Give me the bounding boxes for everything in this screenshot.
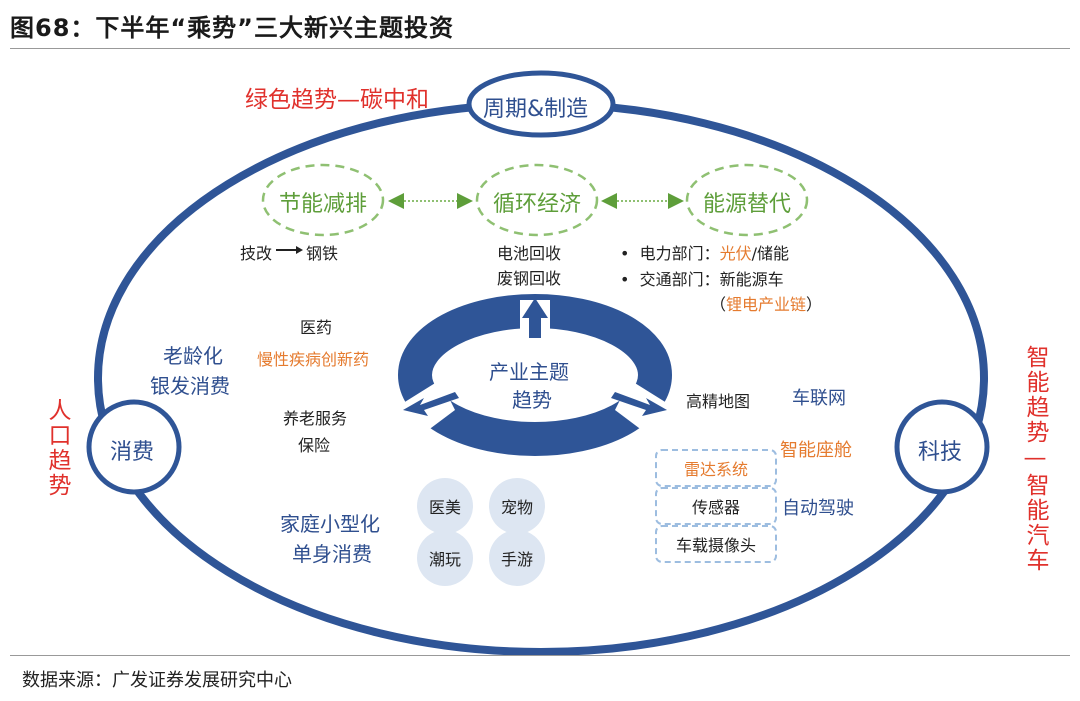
node-cycle-label: 周期&制造 [483, 97, 589, 122]
footer-divider [10, 655, 1070, 656]
iov-label: 车联网 [792, 388, 846, 409]
hd-map-label: 高精地图 [686, 392, 751, 411]
center-label-2: 趋势 [512, 388, 552, 412]
green-trend-label: 绿色趋势—碳中和 [245, 87, 429, 113]
autonomous-label: 自动驾驶 [782, 498, 854, 519]
elderly-service-label: 养老服务 [283, 409, 348, 428]
title-divider [10, 48, 1070, 49]
insurance-label: 保险 [298, 436, 331, 455]
smart-cockpit-label: 智能座舱 [780, 440, 852, 461]
note-tech-upgrade: 技改 [240, 244, 273, 263]
figure-title: 图68：下半年“乘势”三大新兴主题投资 [10, 14, 454, 42]
arrow-right [611, 392, 667, 416]
family-label-2: 单身消费 [292, 542, 372, 566]
node-consumption-circle [86, 399, 182, 495]
box-sensor: 传感器 [655, 487, 777, 525]
smart-trend-label: 智能趋势—智能汽车 [1022, 345, 1048, 573]
source-note: 数据来源：广发证券发展研究中心 [22, 670, 292, 691]
green-circle-3 [685, 163, 809, 237]
green-circle-label-1: 节能减排 [279, 192, 368, 217]
pill-pets: 宠物 [489, 478, 545, 534]
center-label-1: 产业主题 [489, 360, 569, 384]
lithium-chain: （锂电产业链） [710, 295, 823, 314]
box-radar: 雷达系统 [655, 449, 777, 487]
population-trend-label: 人口趋势 [44, 398, 70, 498]
note-battery-recycle: 电池回收 [497, 244, 562, 263]
ring-gap-right [615, 380, 670, 440]
green-circle-label-3: 能源替代 [703, 192, 792, 217]
pill-trendy-toys: 潮玩 [417, 530, 473, 586]
node-tech-label: 科技 [918, 440, 963, 465]
transport-sector-line: • 交通部门：新能源车 [620, 270, 784, 289]
arrow-up [522, 298, 548, 338]
aging-label-1: 老龄化 [163, 344, 223, 368]
medicine-label: 医药 [300, 318, 333, 337]
node-consumption-label: 消费 [110, 440, 155, 465]
note-steel: 钢铁 [306, 244, 339, 263]
ring-gap-left [400, 380, 455, 440]
innovative-drug-label: 慢性疾病创新药 [257, 350, 370, 369]
aging-label-2: 银发消费 [150, 374, 230, 398]
node-cycle-circle [466, 70, 616, 138]
note-steel-recycle: 废钢回收 [497, 269, 562, 288]
green-circle-1 [261, 163, 385, 237]
pill-medical-beauty: 医美 [417, 478, 473, 534]
green-circle-2 [475, 163, 599, 237]
node-tech-circle [894, 399, 990, 495]
power-sector-line: • 电力部门：光伏/储能 [620, 244, 790, 263]
box-camera: 车载摄像头 [655, 525, 777, 563]
family-label-1: 家庭小型化 [280, 512, 380, 536]
pill-mobile-games: 手游 [489, 530, 545, 586]
green-circle-label-2: 循环经济 [493, 192, 582, 217]
arrow-left [403, 392, 459, 416]
